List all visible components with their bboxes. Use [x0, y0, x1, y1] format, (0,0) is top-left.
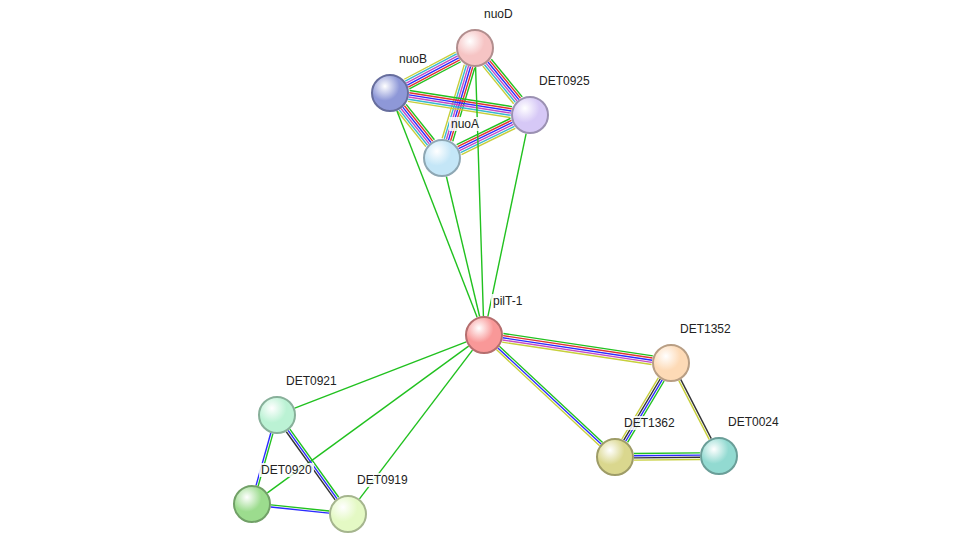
- interaction-edge: [476, 67, 484, 316]
- protein-node: pilT-1: [465, 316, 503, 354]
- node-circle: [423, 139, 461, 177]
- evidence-line: [404, 106, 432, 141]
- evidence-line: [503, 338, 652, 360]
- interaction-edge: [397, 111, 477, 318]
- node-label: DET1352: [678, 322, 733, 336]
- interaction-edge: [446, 176, 479, 316]
- interaction-edge: [256, 433, 273, 486]
- evidence-line: [503, 333, 652, 355]
- interaction-edge: [271, 505, 329, 513]
- node-label: nuoB: [397, 52, 429, 66]
- evidence-line: [634, 459, 700, 461]
- protein-node: DET0921: [258, 396, 296, 434]
- interaction-edge: [408, 91, 512, 118]
- node-circle: [329, 495, 367, 533]
- evidence-line: [398, 111, 426, 146]
- evidence-line: [502, 342, 651, 364]
- evidence-line: [397, 111, 477, 318]
- evidence-line: [499, 346, 602, 442]
- evidence-line: [476, 67, 484, 316]
- evidence-line: [503, 336, 652, 358]
- evidence-line: [634, 452, 700, 454]
- node-label: DET0921: [284, 374, 339, 388]
- evidence-line: [498, 348, 601, 444]
- evidence-line: [408, 101, 510, 117]
- evidence-line: [258, 434, 273, 486]
- interaction-edge: [634, 453, 700, 460]
- evidence-line: [488, 134, 526, 317]
- evidence-line: [486, 63, 517, 101]
- node-circle: [233, 485, 271, 523]
- node-label: DET0024: [726, 415, 781, 429]
- protein-node: DET0024: [700, 437, 738, 475]
- evidence-line: [271, 507, 329, 513]
- node-label: DET0919: [355, 473, 410, 487]
- evidence-line: [446, 176, 479, 316]
- evidence-line: [483, 66, 514, 104]
- protein-node: nuoA: [423, 139, 461, 177]
- interaction-edge: [679, 379, 712, 439]
- protein-node: DET1352: [652, 344, 690, 382]
- evidence-line: [406, 104, 434, 139]
- protein-node: DET0925: [511, 96, 549, 134]
- evidence-line: [624, 379, 661, 440]
- node-circle: [258, 396, 296, 434]
- node-label: DET1362: [622, 416, 677, 430]
- evidence-line: [502, 340, 651, 362]
- evidence-line: [409, 93, 511, 109]
- node-circle: [700, 437, 738, 475]
- interaction-edge: [483, 59, 522, 104]
- evidence-line: [256, 433, 271, 485]
- protein-node: nuoB: [371, 74, 409, 112]
- evidence-line: [488, 62, 519, 100]
- node-circle: [511, 96, 549, 134]
- node-label: pilT-1: [491, 294, 524, 308]
- evidence-line: [401, 109, 429, 144]
- interaction-edge: [488, 134, 526, 317]
- interaction-edge: [502, 333, 653, 364]
- evidence-line: [626, 380, 663, 441]
- node-circle: [596, 438, 634, 476]
- protein-node: DET0920: [233, 485, 271, 523]
- evidence-line: [496, 350, 599, 446]
- protein-node: DET1362: [596, 438, 634, 476]
- evidence-line: [409, 97, 511, 113]
- node-circle: [371, 74, 409, 112]
- evidence-line: [409, 95, 511, 111]
- evidence-line: [485, 65, 516, 103]
- node-label: DET0920: [259, 463, 314, 477]
- evidence-line: [679, 380, 710, 439]
- node-label: DET0925: [537, 74, 592, 88]
- evidence-line: [634, 457, 700, 459]
- evidence-line: [461, 128, 515, 154]
- protein-node: DET0919: [329, 495, 367, 533]
- node-circle: [456, 29, 494, 67]
- node-label: nuoD: [482, 7, 515, 21]
- interaction-edge: [622, 378, 664, 443]
- node-circle: [652, 344, 690, 382]
- interaction-edge: [496, 346, 602, 445]
- evidence-line: [634, 454, 700, 456]
- node-circle: [465, 316, 503, 354]
- evidence-line: [628, 381, 665, 442]
- node-label: nuoA: [449, 117, 481, 131]
- evidence-line: [681, 379, 712, 438]
- evidence-line: [408, 99, 510, 115]
- protein-node: nuoD: [456, 29, 494, 67]
